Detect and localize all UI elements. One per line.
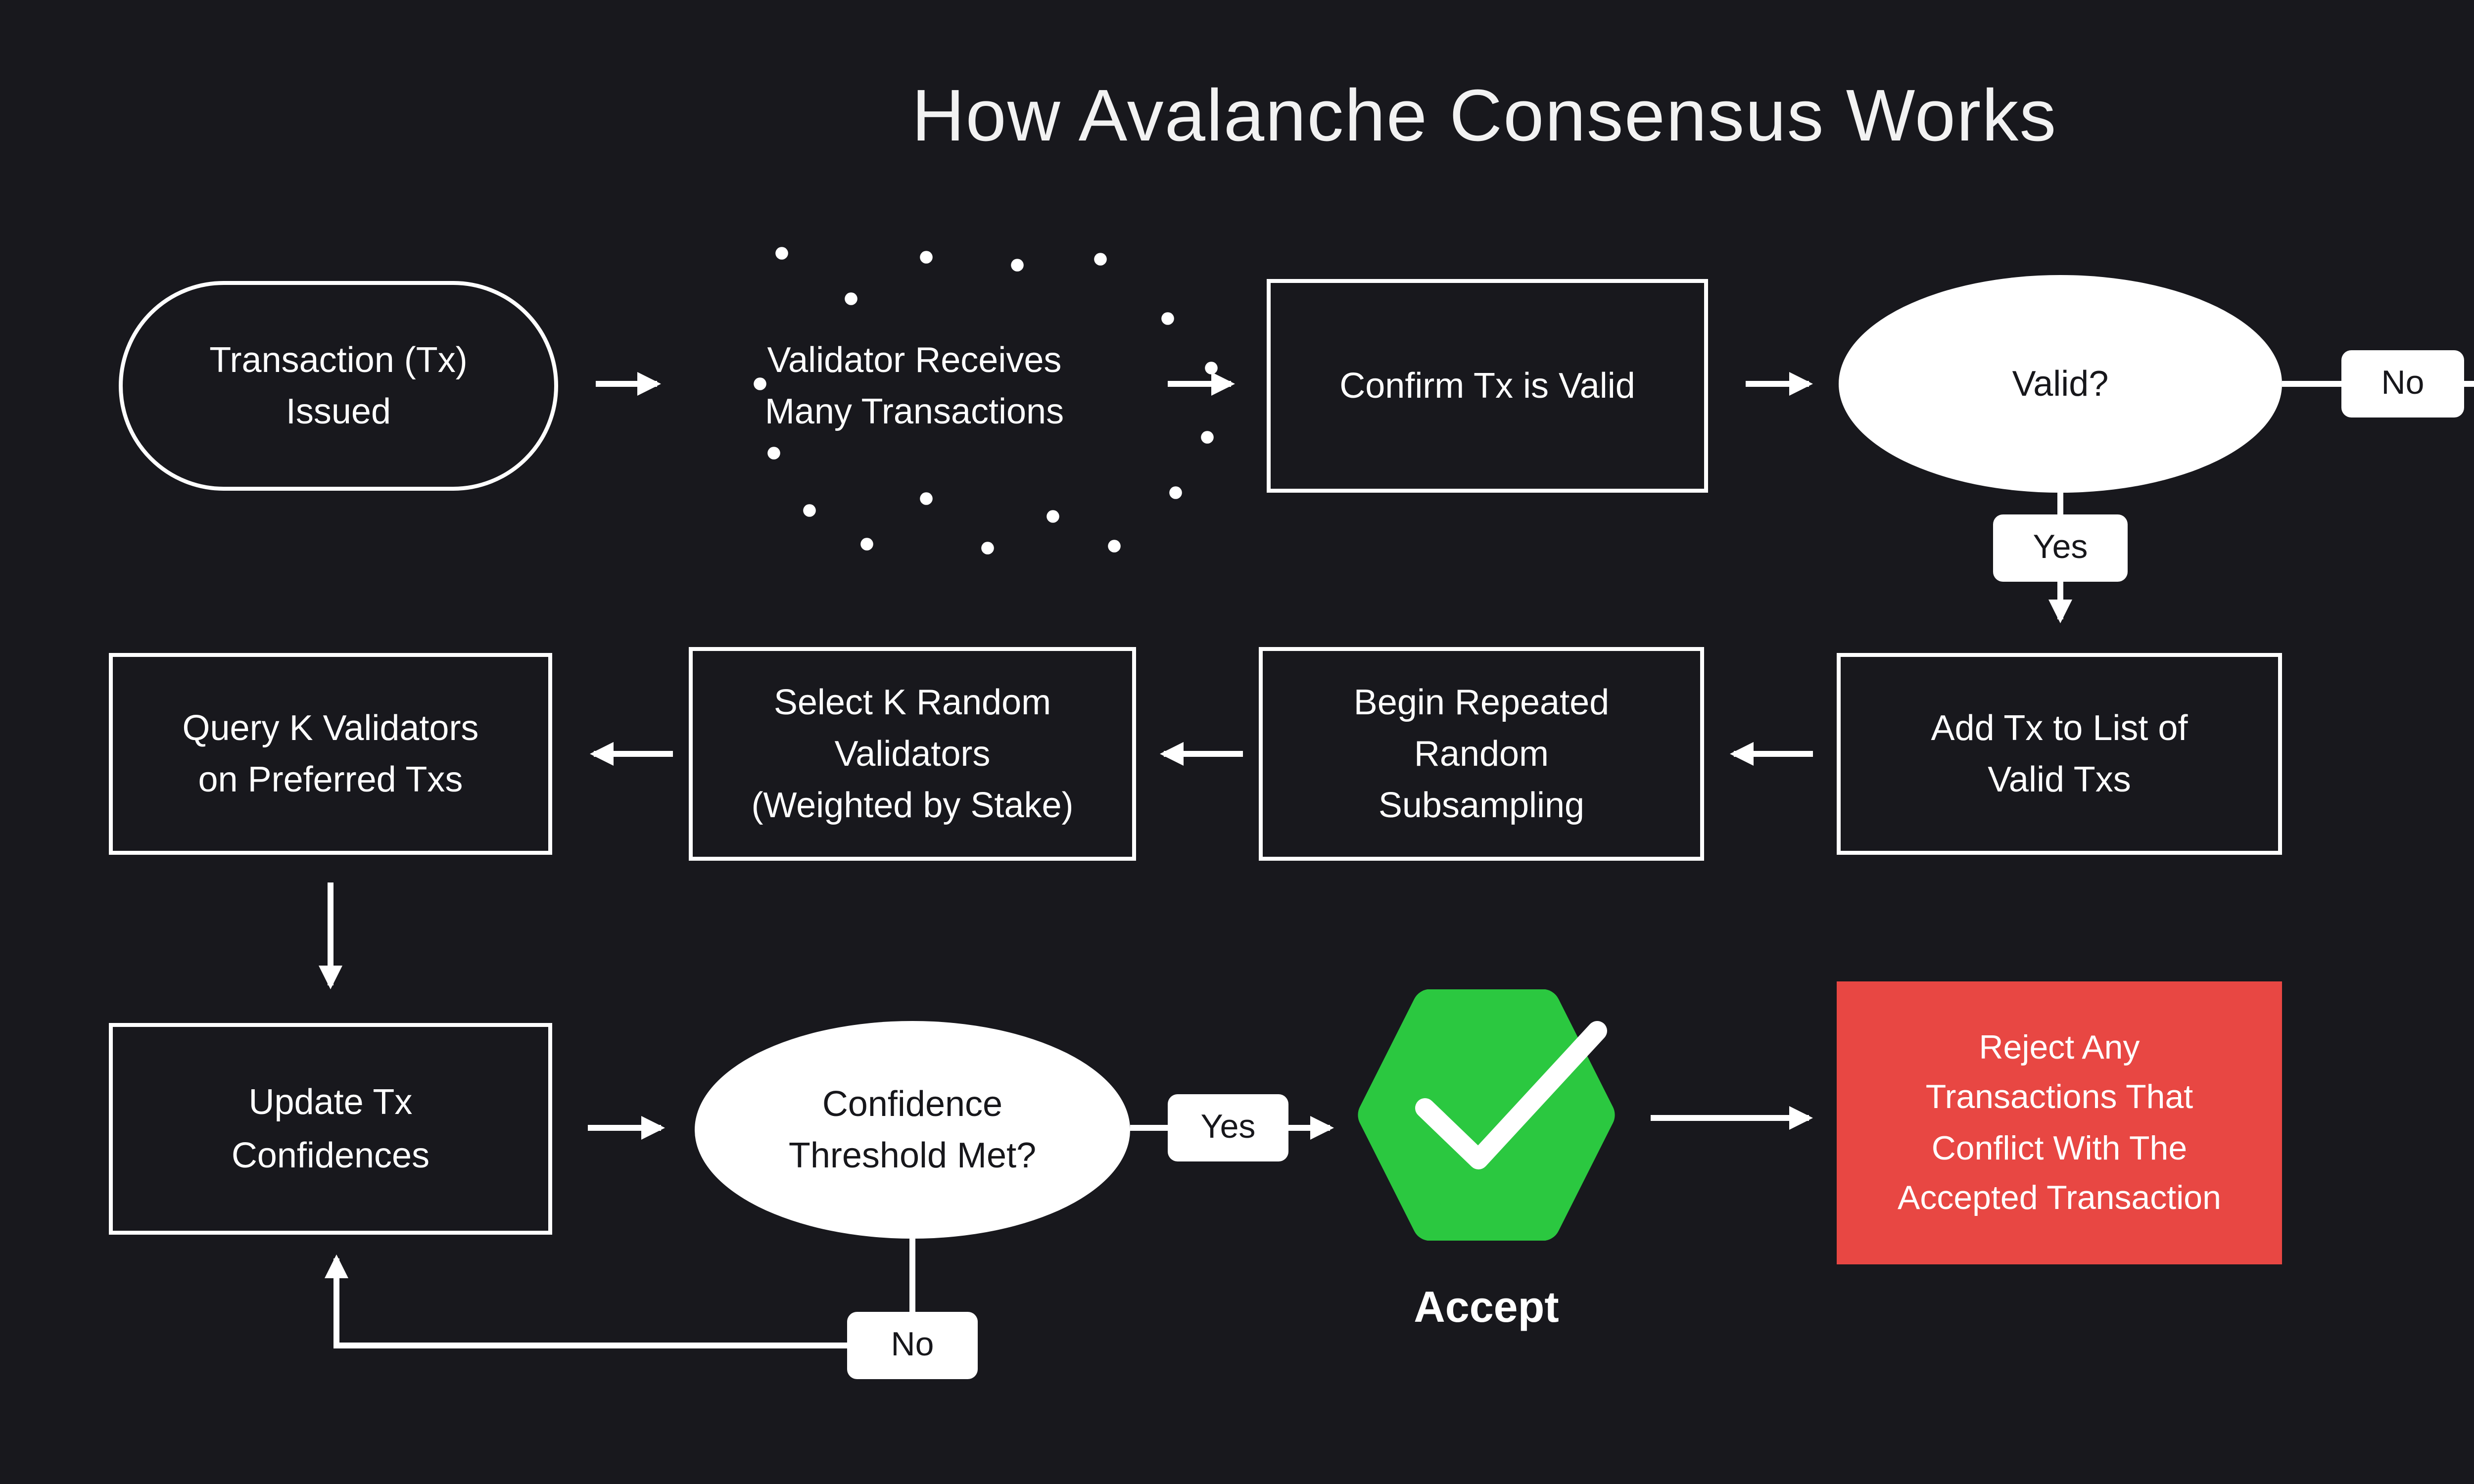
- node-update-confidences: Update Tx Confidences: [109, 1023, 552, 1235]
- check-icon: [1415, 1021, 1607, 1169]
- node-reject-conflicting: Reject Any Transactions That Conflict Wi…: [1837, 981, 2282, 1264]
- node-confidence-threshold: Confidence Threshold Met?: [695, 1021, 1130, 1239]
- label-no-branch-confidence: No: [847, 1312, 978, 1379]
- scattered-transaction-dots: [754, 247, 1218, 555]
- label-yes-branch-confidence: Yes: [1168, 1094, 1288, 1161]
- arrow-confidence-no-loop: [325, 1239, 915, 1348]
- label-yes-branch-valid: Yes: [1993, 514, 2128, 582]
- node-transaction-issued: Transaction (Tx) Issued: [119, 281, 558, 491]
- node-begin-subsampling: Begin Repeated Random Subsampling: [1259, 647, 1704, 861]
- node-accept: [1358, 989, 1615, 1241]
- accept-caption: Accept: [1414, 1282, 1559, 1332]
- diagram-title: How Avalanche Consensus Works: [911, 75, 2057, 156]
- hexagon-shape: [1358, 989, 1615, 1241]
- node-query-k-validators: Query K Validators on Preferred Txs: [109, 653, 552, 855]
- node-add-tx-to-list: Add Tx to List of Valid Txs: [1837, 653, 2282, 855]
- label-no-branch-valid: No: [2341, 350, 2464, 417]
- node-select-k-validators: Select K Random Validators (Weighted by …: [689, 647, 1136, 861]
- node-validator-receives: Validator Receives Many Transactions: [764, 340, 1064, 431]
- node-valid-decision: Valid?: [1839, 275, 2282, 493]
- node-confirm-tx-valid: Confirm Tx is Valid: [1267, 279, 1708, 493]
